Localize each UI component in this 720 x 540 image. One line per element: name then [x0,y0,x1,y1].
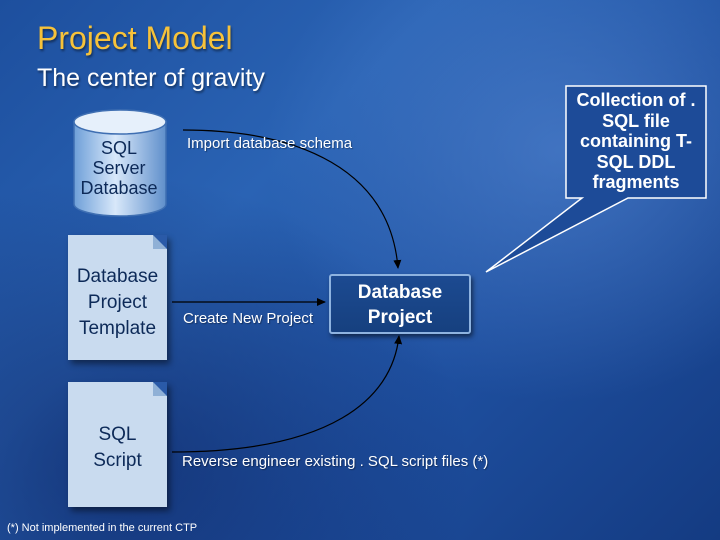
database-project-box [329,274,471,334]
script-label: SQL Script [68,422,167,474]
database-project-line1: Database [357,282,443,303]
template-label-line1: Database [76,266,159,287]
database-cylinder-icon [73,109,167,217]
reverse-engineer-arrow [171,335,403,453]
create-project-label: Create New Project [183,310,314,327]
database-label-line3: Database [80,178,158,198]
slide-title: Project Model [37,20,233,56]
database-label: SQL Server Database [70,138,168,198]
script-label-line2: Script [93,450,142,471]
database-project-line2: Project [367,307,433,328]
database-label-line1: SQL [100,138,138,158]
script-label-line1: SQL [98,424,137,445]
callout-text: Collection of . SQL file containing T-SQ… [576,90,696,192]
database-project-label: Database Project [329,280,471,330]
template-label: Database Project Template [68,264,167,342]
template-label-line3: Template [78,318,157,339]
script-page [68,382,167,507]
template-page [68,235,167,360]
template-label-line2: Project [87,292,148,313]
callout-box [485,85,707,273]
footnote: (*) Not implemented in the current CTP [7,522,198,534]
reverse-engineer-label: Reverse engineer existing . SQL script f… [182,453,489,470]
database-label-line2: Server [92,158,146,178]
import-schema-label: Import database schema [187,135,353,152]
import-arrow [182,129,402,269]
slide-subtitle: The center of gravity [37,64,265,92]
